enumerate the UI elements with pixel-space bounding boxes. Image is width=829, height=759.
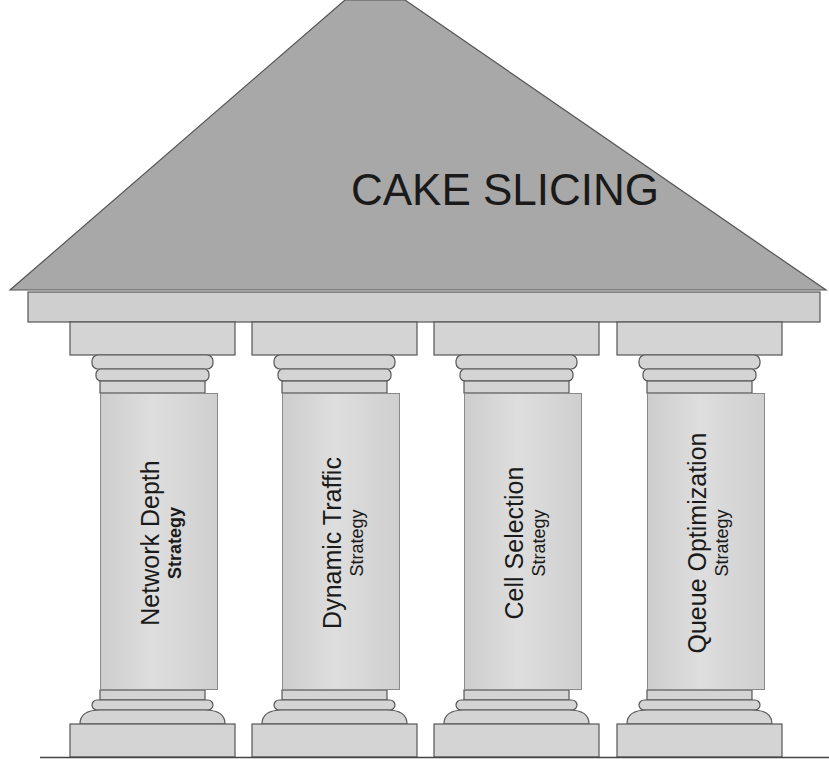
pillar-label-group: Dynamic TrafficStrategy xyxy=(283,394,401,691)
roof-title: CAKE SLICING xyxy=(351,165,659,215)
pillar-label-group: Queue OptimizationStrategy xyxy=(648,394,766,691)
pillar-title: Dynamic Traffic xyxy=(317,457,346,629)
column-parts xyxy=(434,322,599,757)
column-parts xyxy=(70,322,235,757)
column-parts xyxy=(252,322,417,757)
pillar-label-group: Cell SelectionStrategy xyxy=(465,394,583,691)
pillar-title: Cell Selection xyxy=(499,466,528,619)
pillar-subtitle: Strategy xyxy=(528,509,549,576)
pillar-subtitle: Strategy xyxy=(711,509,732,576)
floor-line xyxy=(40,757,829,759)
roof-pediment: CAKE SLICING xyxy=(0,0,829,292)
entablature xyxy=(28,292,820,322)
roof-outline xyxy=(0,0,829,292)
pillar-subtitle: Strategy xyxy=(346,509,367,576)
pillar-shaft: Cell SelectionStrategy xyxy=(464,393,582,690)
pillar-shaft: Network DepthStrategy xyxy=(100,393,218,690)
pillar-shaft: Queue OptimizationStrategy xyxy=(647,393,765,690)
roof-triangle xyxy=(10,0,826,290)
pillar-subtitle: Strategy xyxy=(164,506,185,578)
pillar-label-group: Network DepthStrategy xyxy=(101,394,219,691)
pillar-title: Network Depth xyxy=(135,460,164,625)
pillar-shaft: Dynamic TrafficStrategy xyxy=(282,393,400,690)
pillar-title: Queue Optimization xyxy=(682,432,711,653)
column-parts xyxy=(617,322,782,757)
